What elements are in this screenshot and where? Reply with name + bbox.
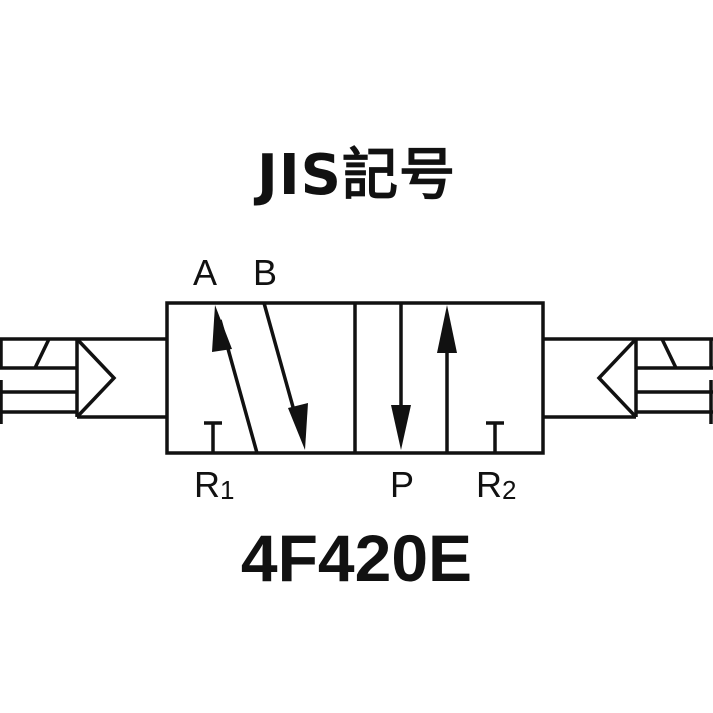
port-label-r1-sub: 1 (220, 475, 235, 505)
arrow-up-icon (437, 305, 457, 353)
port-label-r2: R2 (476, 464, 517, 505)
port-label-b: B (253, 252, 278, 293)
arrow-up-icon (212, 305, 232, 352)
right-solenoid-icon (543, 337, 713, 424)
left-solenoid-icon (0, 337, 167, 424)
port-label-r1-main: R (194, 464, 220, 505)
valve-body (165, 301, 545, 455)
port-label-p: P (390, 464, 415, 505)
diagram-title: JIS記号 (256, 143, 456, 208)
port-label-r1: R1 (194, 464, 235, 505)
port-label-r2-main: R (476, 464, 502, 505)
port-label-r2-sub: 2 (502, 475, 517, 505)
arrow-down-icon (288, 403, 308, 450)
model-number: 4F420E (240, 521, 473, 595)
port-label-a: A (193, 252, 218, 293)
arrow-down-icon (391, 405, 411, 450)
